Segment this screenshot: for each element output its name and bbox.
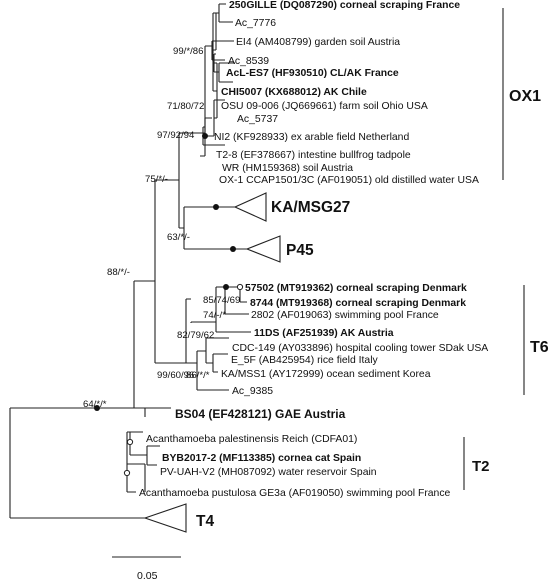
support-value: 99/60/96 [157, 370, 194, 381]
taxon-label: Ac_7776 [235, 18, 276, 29]
support-value: 71/80/72 [167, 101, 204, 112]
support-value: 63/*/- [167, 232, 190, 243]
taxon-label: CHI5007 (KX688012) AK Chile [221, 87, 367, 98]
scale-bar-label: 0.05 [137, 570, 158, 582]
node-dot-root [94, 405, 100, 411]
scale-bar: 0.05 [112, 556, 181, 582]
taxon-label: 250GILLE (DQ087290) corneal scraping Fra… [229, 0, 460, 11]
taxon-label: 2802 (AF019063) swimming pool France [251, 310, 439, 321]
taxon-label: Ac_5737 [237, 114, 278, 125]
support-value: 64/*/* [83, 399, 107, 410]
clade-label-ox1: OX1 [509, 88, 541, 105]
taxon-label: 11DS (AF251939) AK Austria [254, 328, 394, 339]
node-open-dot-t2b [126, 438, 134, 446]
taxon-label: BYB2017-2 (MF113385) cornea cat Spain [162, 453, 361, 464]
taxon-label: Acanthamoeba palestinensis Reich (CDFA01… [146, 434, 357, 445]
taxon-label: OX-1 CCAP1501/3C (AF019051) old distille… [219, 175, 479, 186]
support-value: 97/92/94 [157, 130, 195, 141]
taxon-label: Ac_8539 [228, 56, 269, 67]
taxon-label: 57502 (MT919362) corneal scraping Denmar… [245, 283, 467, 294]
support-value: 75/*/- [145, 174, 168, 185]
node-dot-ox1 [202, 133, 208, 139]
taxon-label-bold-large: BS04 (EF428121) GAE Austria [175, 407, 346, 421]
node-dot-t6 [223, 284, 229, 290]
support-value: 85/74/69 [203, 295, 240, 306]
node-open-dot-t2a [123, 469, 131, 477]
support-values: 99/*/86 71/80/72 97/92/94 75/*/- 63/*/- … [83, 46, 240, 410]
support-value: 82/79/62 [177, 330, 214, 341]
collapsed-clade-msg27 [233, 192, 267, 222]
support-value: 74/-/* [203, 310, 226, 321]
taxon-label: AcL-ES7 (HF930510) CL/AK France [226, 68, 399, 79]
taxon-label: PV-UAH-V2 (MH087092) water reservoir Spa… [160, 467, 377, 478]
taxon-label: OSU 09-006 (JQ669661) farm soil Ohio USA [221, 101, 428, 112]
taxon-label: E_5F (AB425954) rice field Italy [231, 355, 379, 366]
collapsed-clades [143, 192, 281, 533]
collapsed-clade-p45 [245, 235, 281, 263]
taxon-label: EI4 (AM408799) garden soil Austria [236, 37, 400, 48]
taxon-label: NI2 (KF928933) ex arable field Netherlan… [214, 132, 409, 143]
node-dot-p45 [230, 246, 236, 252]
support-value: 99/*/86 [173, 46, 203, 57]
taxon-label: Acanthamoeba pustulosa GE3a (AF019050) s… [139, 488, 451, 499]
collapsed-clade-t4 [143, 503, 187, 533]
taxon-labels: 250GILLE (DQ087290) corneal scraping Fra… [139, 0, 488, 530]
support-value: 88/*/- [107, 267, 130, 278]
taxon-label: T2-8 (EF378667) intestine bullfrog tadpo… [216, 150, 411, 161]
collapsed-clade-label: T4 [196, 513, 214, 530]
collapsed-clade-label: KA/MSG27 [271, 199, 350, 216]
node-markers [94, 133, 244, 477]
support-value: 86/*/* [186, 370, 210, 381]
clade-label-t2: T2 [472, 458, 490, 475]
taxon-label: KA/MSS1 (AY172999) ocean sediment Korea [221, 369, 431, 380]
taxon-label: 8744 (MT919368) corneal scraping Denmark [250, 298, 466, 309]
node-open-dot-t6 [236, 283, 244, 291]
collapsed-clade-label: P45 [286, 242, 314, 259]
clade-brackets: OX1 T6 T2 [463, 8, 549, 490]
clade-label-t6: T6 [530, 339, 549, 356]
taxon-label: WR (HM159368) soil Austria [222, 163, 353, 174]
taxon-label: Ac_9385 [232, 386, 273, 397]
taxon-label: CDC-149 (AY033896) hospital cooling towe… [232, 343, 488, 354]
node-dot-msg27 [213, 204, 219, 210]
